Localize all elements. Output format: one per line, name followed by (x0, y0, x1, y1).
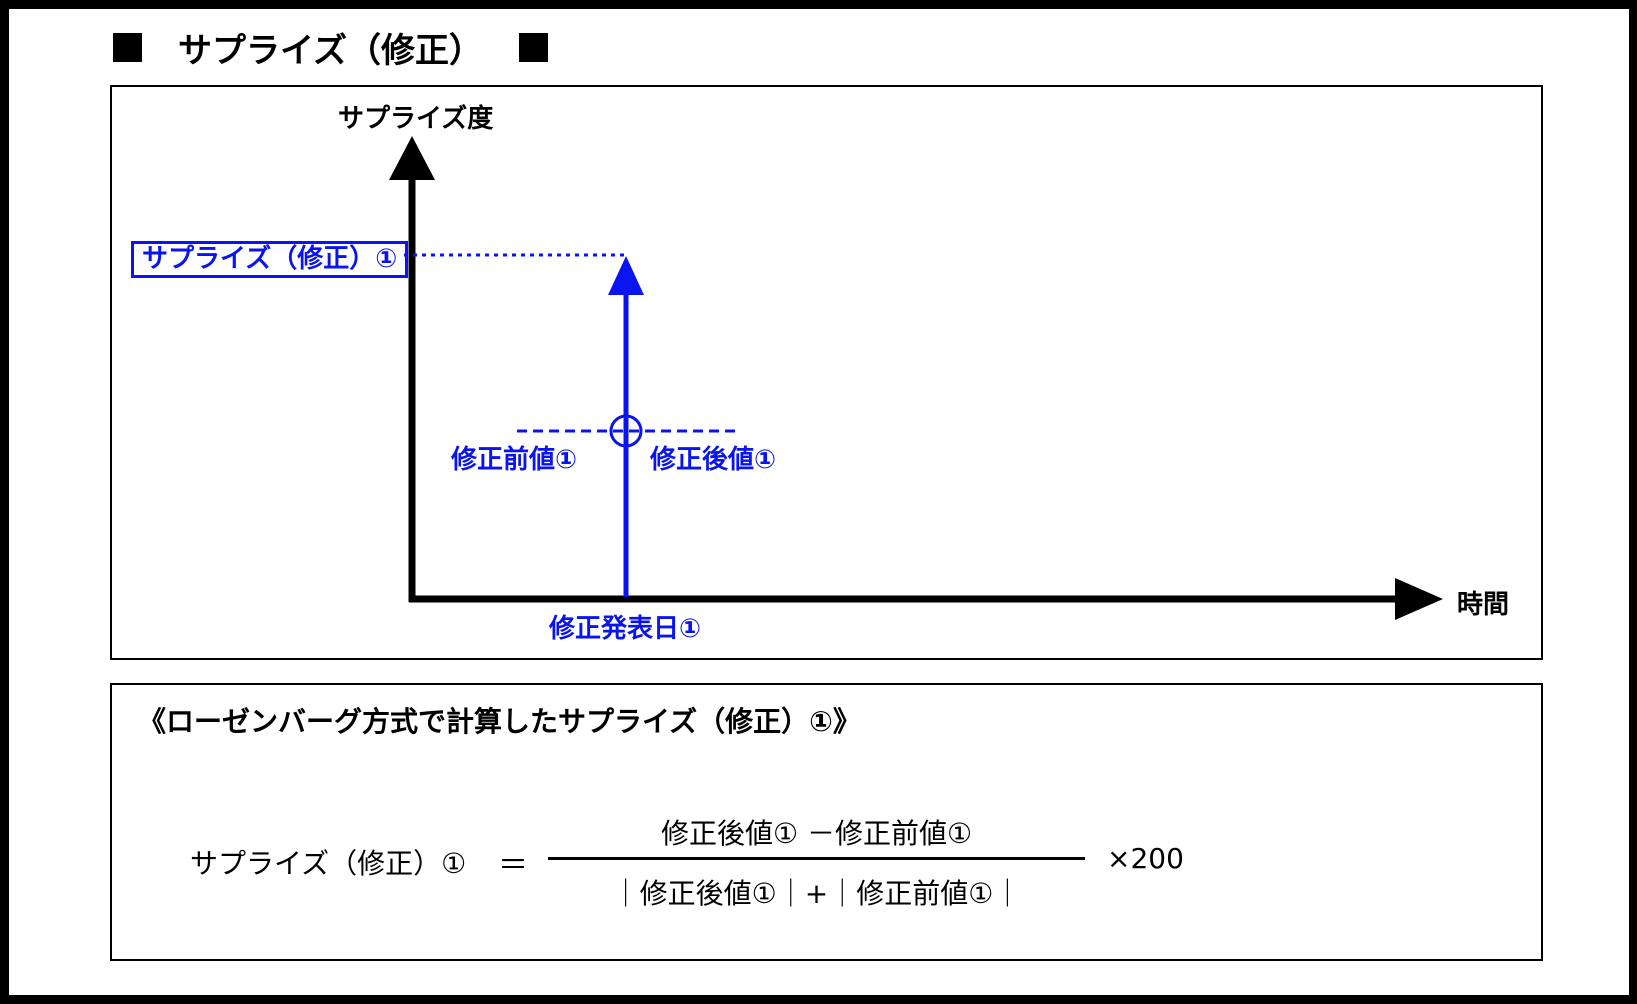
x-axis-arrowhead (1395, 578, 1443, 620)
y-axis-label: サプライズ度 (338, 104, 494, 134)
formula-heading: 《ローゼンバーグ方式で計算したサプライズ（修正）①》 (138, 705, 861, 738)
formula-lhs: サプライズ（修正）① (190, 847, 467, 880)
square-bullet-icon (113, 32, 142, 62)
pre-value-label: 修正前値① (451, 445, 578, 475)
x-axis-label: 時間 (1457, 590, 1510, 620)
announcement-date-label: 修正発表日① (549, 614, 702, 644)
surprise-arrowhead (608, 256, 644, 295)
square-bullet-icon (518, 32, 548, 62)
formula-numerator: 修正後値① －修正前値① (660, 817, 973, 850)
formula-denominator: ｜修正後値①｜+｜修正前値①｜ (611, 877, 1022, 910)
post-value-label: 修正後値① (650, 445, 777, 475)
surprise-value-label: サプライズ（修正）① (131, 241, 409, 278)
diagram-panel (110, 85, 1543, 660)
page-title: サプライズ（修正） (113, 22, 548, 72)
fraction-bar (548, 857, 1085, 860)
formula-multiplier: ×200 (1107, 842, 1184, 875)
formula-panel (110, 683, 1543, 961)
revision-point-marker (609, 414, 643, 448)
y-axis-arrowhead (389, 136, 435, 180)
page-title-text: サプライズ（修正） (178, 30, 483, 71)
formula-equals-sign: ＝ (498, 848, 528, 883)
